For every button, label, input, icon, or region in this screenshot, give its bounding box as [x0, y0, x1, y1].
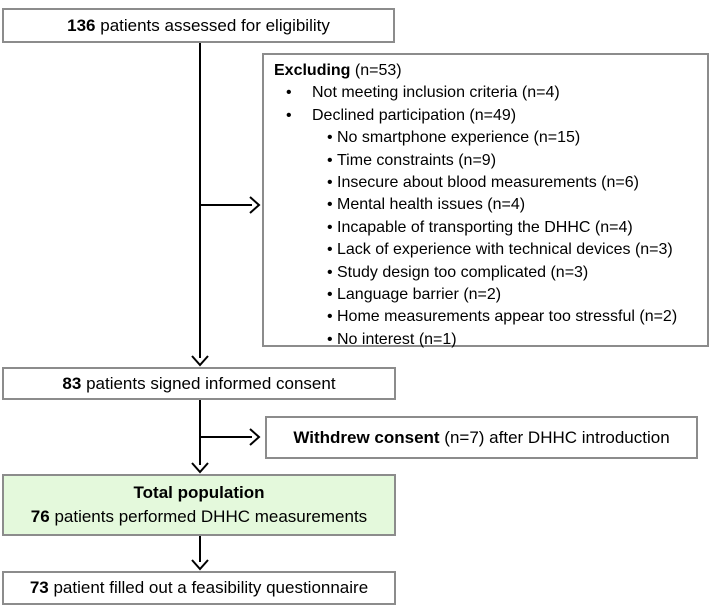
bullet-icon: • — [327, 286, 333, 304]
excluding-subreason: •No smartphone experience (n=15) — [274, 127, 699, 149]
bullet-icon: • — [327, 196, 333, 214]
bullet-icon: • — [327, 330, 333, 348]
excluding-subreason: •Study design too complicated (n=3) — [274, 262, 699, 284]
box-total-text: 76 patients performed DHHC measurements — [30, 507, 368, 526]
box-withdrew: Withdrew consent (n=7) after DHHC introd… — [265, 416, 698, 459]
box-total: Total population 76 patients performed D… — [2, 474, 396, 536]
box-consent: 83 patients signed informed consent — [2, 367, 396, 400]
box-assessed: 136 patients assessed for eligibility — [2, 8, 395, 43]
arrowhead-down-questionnaire — [191, 559, 209, 571]
excluding-reason: •Declined participation (n=49) — [274, 105, 699, 127]
bullet-icon: • — [327, 129, 333, 147]
excluding-subreason: •Mental health issues (n=4) — [274, 194, 699, 216]
arrowhead-right-withdrew — [249, 428, 261, 446]
arrowhead-right-excluding — [249, 196, 261, 214]
excluding-subreason: •No interest (n=1) — [274, 329, 699, 351]
excluding-reason: •Not meeting inclusion criteria (n=4) — [274, 82, 699, 104]
excluding-subreason: •Time constraints (n=9) — [274, 150, 699, 172]
bullet-icon: • — [327, 174, 333, 192]
bullet-icon: • — [327, 218, 333, 236]
bullet-icon: • — [327, 263, 333, 281]
excluding-subreason: •Lack of experience with technical devic… — [274, 239, 699, 261]
box-consent-text: 83 patients signed informed consent — [62, 373, 336, 393]
excluding-subreason: •Insecure about blood measurements (n=6) — [274, 172, 699, 194]
bullet-icon: • — [286, 106, 292, 124]
bullet-icon: • — [327, 241, 333, 259]
arrowhead-down-consent — [191, 355, 209, 367]
box-withdrew-text: Withdrew consent (n=7) after DHHC introd… — [293, 427, 670, 447]
box-questionnaire: 73 patient filled out a feasibility ques… — [2, 571, 396, 605]
bullet-icon: • — [327, 308, 333, 326]
excluding-subreason: •Language barrier (n=2) — [274, 284, 699, 306]
box-excluding: Excluding (n=53) •Not meeting inclusion … — [262, 53, 709, 348]
excluding-title: Excluding (n=53) — [274, 62, 402, 79]
excluding-subreason: •Incapable of transporting the DHHC (n=4… — [274, 217, 699, 239]
box-assessed-text: 136 patients assessed for eligibility — [67, 15, 330, 35]
arrowhead-down-total — [191, 462, 209, 474]
box-questionnaire-text: 73 patient filled out a feasibility ques… — [29, 578, 369, 598]
excluding-subreason: •Home measurements appear too stressful … — [274, 306, 699, 328]
bullet-icon: • — [286, 84, 292, 102]
bullet-icon: • — [327, 151, 333, 169]
box-total-title: Total population — [133, 483, 265, 502]
